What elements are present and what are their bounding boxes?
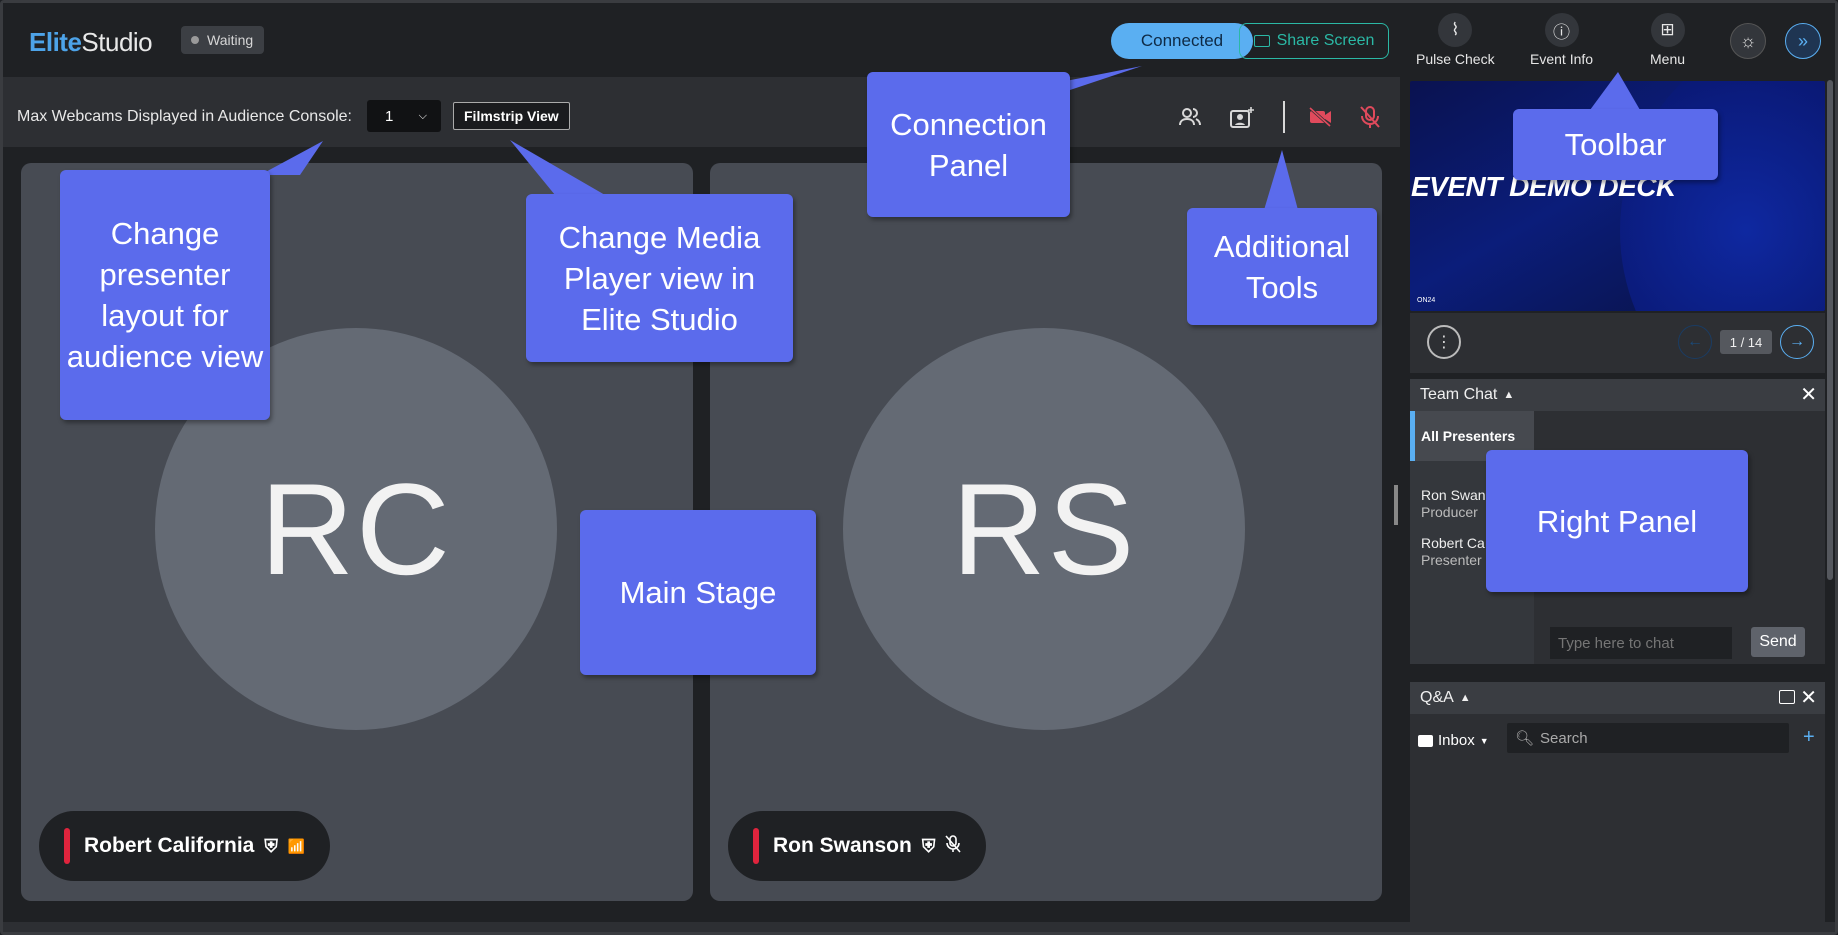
callout-main-stage: Main Stage xyxy=(580,510,816,675)
presenter-nameplate: Robert California ⛨ 📶 xyxy=(39,811,331,881)
live-indicator xyxy=(64,828,70,864)
inbox-dropdown[interactable]: Inbox ▼ xyxy=(1418,732,1489,749)
callout-connection-panel: Connection Panel xyxy=(867,72,1070,217)
app-logo: EliteStudio xyxy=(29,27,153,57)
qa-title: Q&A xyxy=(1420,689,1454,706)
callout-change-layout: Change presenter layout for audience vie… xyxy=(60,170,270,420)
caret-down-icon: ▼ xyxy=(1479,735,1489,746)
qa-body: Inbox ▼ 🔍︎ Search + xyxy=(1410,714,1825,922)
connected-button[interactable]: Connected xyxy=(1111,23,1253,59)
send-button[interactable]: Send xyxy=(1751,627,1805,657)
status-badge: Waiting xyxy=(181,26,265,54)
camera-off-icon[interactable] xyxy=(1307,105,1335,129)
chat-person-name: Ron Swan xyxy=(1421,487,1486,503)
screen-share-icon xyxy=(1253,35,1270,47)
caret-up-icon: ▲ xyxy=(1459,692,1471,704)
presenter-name: Ron Swanson xyxy=(773,834,912,857)
list-item[interactable]: Ron Swan Producer xyxy=(1421,487,1486,521)
pulse-icon: ⌇ xyxy=(1438,13,1473,47)
theme-toggle-button[interactable]: ☼ xyxy=(1730,23,1766,59)
mic-muted-icon xyxy=(945,834,961,858)
arrow-right-icon: → xyxy=(1789,333,1805,350)
callout-toolbar: Toolbar xyxy=(1513,109,1718,180)
status-text: Waiting xyxy=(207,32,254,48)
max-webcams-value: 1 xyxy=(385,107,394,125)
popout-icon[interactable] xyxy=(1779,690,1795,704)
close-icon[interactable]: ✕ xyxy=(1800,687,1817,709)
list-item[interactable]: Robert Ca Presenter xyxy=(1421,535,1485,569)
filmstrip-view-button[interactable]: Filmstrip View xyxy=(453,102,570,130)
double-chevron-right-icon: » xyxy=(1797,30,1808,51)
collapse-panel-button[interactable]: » xyxy=(1785,23,1821,59)
team-chat-header[interactable]: Team Chat ▲ ✕ xyxy=(1410,379,1825,411)
search-placeholder: Search xyxy=(1540,729,1588,747)
panel-resize-handle[interactable] xyxy=(1394,485,1398,525)
callout-right-panel: Right Panel xyxy=(1486,450,1748,592)
scrollbar[interactable] xyxy=(1827,80,1833,580)
info-icon: ⓘ xyxy=(1544,13,1579,47)
toolbar-divider xyxy=(1283,101,1285,133)
previous-slide-button[interactable]: ← xyxy=(1678,325,1712,359)
next-slide-button[interactable]: → xyxy=(1780,325,1814,359)
page-indicator: 1 / 14 xyxy=(1720,330,1772,354)
caret-up-icon: ▲ xyxy=(1503,389,1515,401)
qa-header[interactable]: Q&A ▲ ✕ xyxy=(1410,682,1825,714)
event-info-tool[interactable]: ⓘ Event Info xyxy=(1530,13,1593,67)
status-dot-icon xyxy=(191,36,199,44)
avatar: RS xyxy=(843,328,1245,730)
pulse-check-label: Pulse Check xyxy=(1416,51,1495,67)
chat-person-role: Presenter xyxy=(1421,552,1482,568)
presenter-nameplate: Ron Swanson ⛨ xyxy=(728,811,987,881)
slide-controls: ⋮ ← 1 / 14 → xyxy=(1410,313,1825,373)
close-icon[interactable]: ✕ xyxy=(1800,384,1817,406)
folder-icon xyxy=(1418,734,1433,747)
sun-icon: ☼ xyxy=(1739,30,1757,51)
right-panel: EVENT DEMO DECK ON24 ⋮ ← 1 / 14 → Team C… xyxy=(1394,77,1835,922)
menu-label: Menu xyxy=(1650,51,1686,67)
share-screen-label: Share Screen xyxy=(1276,32,1375,49)
team-chat-title: Team Chat xyxy=(1420,386,1498,403)
live-indicator xyxy=(753,828,759,864)
pulse-check-tool[interactable]: ⌇ Pulse Check xyxy=(1416,13,1495,67)
chat-person-name: Robert Ca xyxy=(1421,535,1485,551)
chat-person-role: Producer xyxy=(1421,504,1478,520)
shield-icon: ⛨ xyxy=(921,835,936,856)
menu-tool[interactable]: ⊞ Menu xyxy=(1650,13,1685,67)
shield-icon: ⛨ xyxy=(264,835,278,856)
chevron-down-icon: ⌵ xyxy=(418,109,427,122)
max-webcams-select[interactable]: 1 ⌵ xyxy=(367,100,441,132)
bottom-strip xyxy=(3,922,1835,932)
mic-off-icon[interactable] xyxy=(1356,105,1384,129)
add-presenter-icon[interactable] xyxy=(1229,105,1257,129)
slide-brand: ON24 xyxy=(1417,297,1436,304)
chat-input[interactable] xyxy=(1550,627,1732,659)
inbox-label: Inbox xyxy=(1438,732,1475,749)
arrow-left-icon: ← xyxy=(1687,333,1703,350)
share-screen-button[interactable]: Share Screen xyxy=(1239,23,1389,59)
top-bar: EliteStudio Waiting Connected Share Scre… xyxy=(3,3,1835,77)
add-question-icon[interactable]: + xyxy=(1803,726,1815,748)
callout-change-media: Change Media Player view in Elite Studio xyxy=(526,194,793,362)
wifi-icon: 📶 xyxy=(287,837,306,854)
callout-additional-tools: Additional Tools xyxy=(1187,208,1377,325)
max-webcams-label: Max Webcams Displayed in Audience Consol… xyxy=(17,108,352,125)
presenter-name: Robert California xyxy=(84,834,255,857)
grid-icon: ⊞ xyxy=(1650,13,1685,47)
participants-icon[interactable] xyxy=(1176,105,1204,129)
event-info-label: Event Info xyxy=(1530,51,1594,67)
more-options-icon[interactable]: ⋮ xyxy=(1427,325,1461,359)
stage-toolbar: Max Webcams Displayed in Audience Consol… xyxy=(3,77,1400,147)
search-icon: 🔍︎ xyxy=(1515,730,1535,747)
search-input[interactable]: 🔍︎ Search xyxy=(1507,723,1789,753)
